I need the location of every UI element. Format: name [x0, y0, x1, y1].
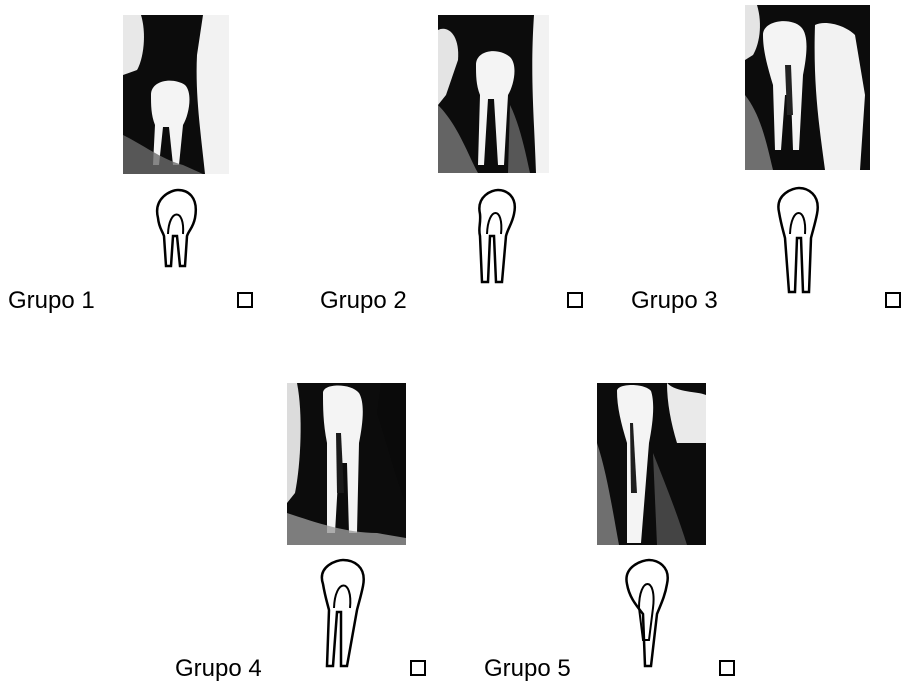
group-label: Grupo 2	[320, 287, 407, 315]
radiograph-group-1	[123, 15, 229, 174]
group-label: Grupo 4	[175, 655, 262, 683]
tooth-diagram-group-2	[438, 178, 549, 310]
tooth-diagram-group-3	[745, 174, 870, 310]
group-label: Grupo 5	[484, 655, 571, 683]
tooth-diagram-group-4	[287, 548, 406, 673]
radiograph-group-4	[287, 383, 406, 545]
radiograph-group-3	[745, 5, 870, 170]
group-3-checkbox[interactable]	[885, 292, 901, 308]
radiograph-group-5	[597, 383, 706, 545]
group-1-checkbox[interactable]	[237, 292, 253, 308]
tooth-diagram-group-5	[597, 548, 706, 673]
group-label: Grupo 1	[8, 287, 95, 315]
group-5-checkbox[interactable]	[719, 660, 735, 676]
group-4-checkbox[interactable]	[410, 660, 426, 676]
radiograph-group-2	[438, 15, 549, 173]
tooth-diagram-group-1	[123, 178, 229, 310]
group-2-checkbox[interactable]	[567, 292, 583, 308]
group-label: Grupo 3	[631, 287, 718, 315]
